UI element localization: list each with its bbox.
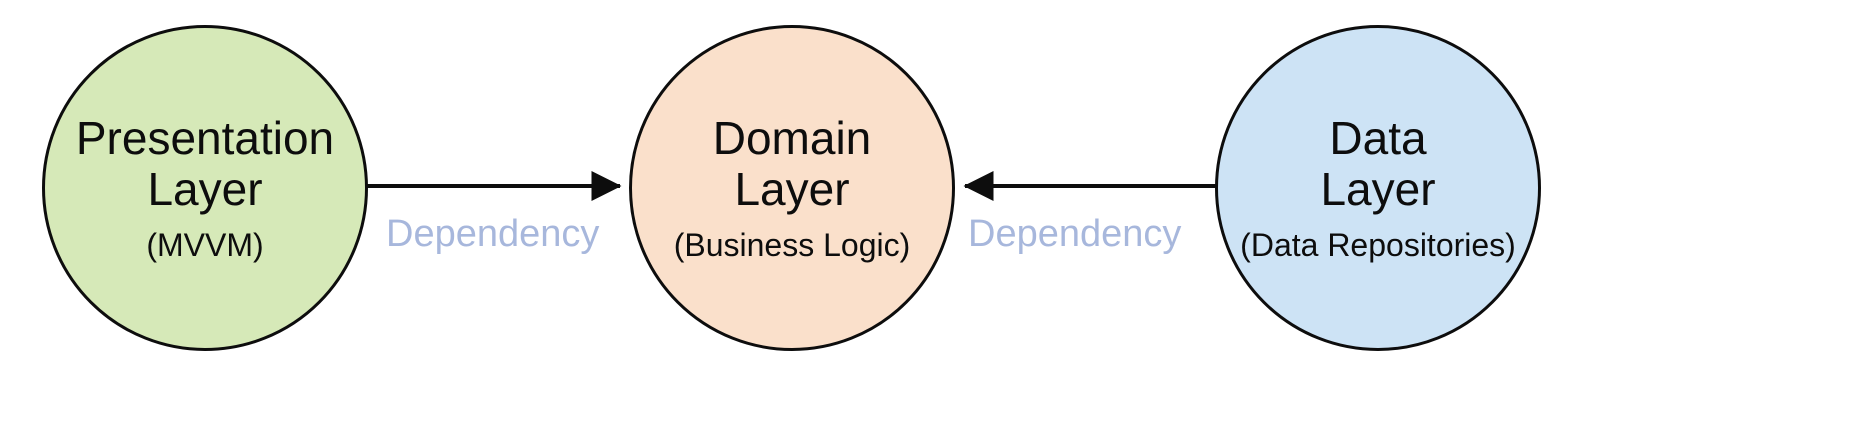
node-presentation-title: Presentation Layer	[75, 111, 335, 216]
node-data-subtitle: (Data Repositories)	[1240, 226, 1516, 263]
node-data-title: Data Layer	[1320, 111, 1436, 216]
edge-label-presentation-to-domain: Dependency	[386, 213, 600, 255]
node-domain-title: Domain Layer	[712, 111, 872, 216]
node-domain-layer[interactable]: Domain Layer (Business Logic)	[629, 25, 955, 351]
node-domain-title-line2: Layer	[734, 163, 850, 216]
node-domain-title-line1: Domain	[712, 111, 872, 164]
node-domain-subtitle: (Business Logic)	[673, 226, 911, 263]
node-data-title-line2: Layer	[1320, 163, 1436, 216]
node-data-title-line1: Data	[1329, 111, 1427, 164]
edge-label-data-to-domain: Dependency	[968, 213, 1182, 255]
node-presentation-layer[interactable]: Presentation Layer (MVVM)	[42, 25, 368, 351]
node-presentation-title-line2: Layer	[147, 163, 263, 216]
node-presentation-subtitle: (MVVM)	[146, 226, 264, 263]
node-presentation-title-line1: Presentation	[75, 111, 335, 164]
node-data-layer[interactable]: Data Layer (Data Repositories)	[1215, 25, 1541, 351]
